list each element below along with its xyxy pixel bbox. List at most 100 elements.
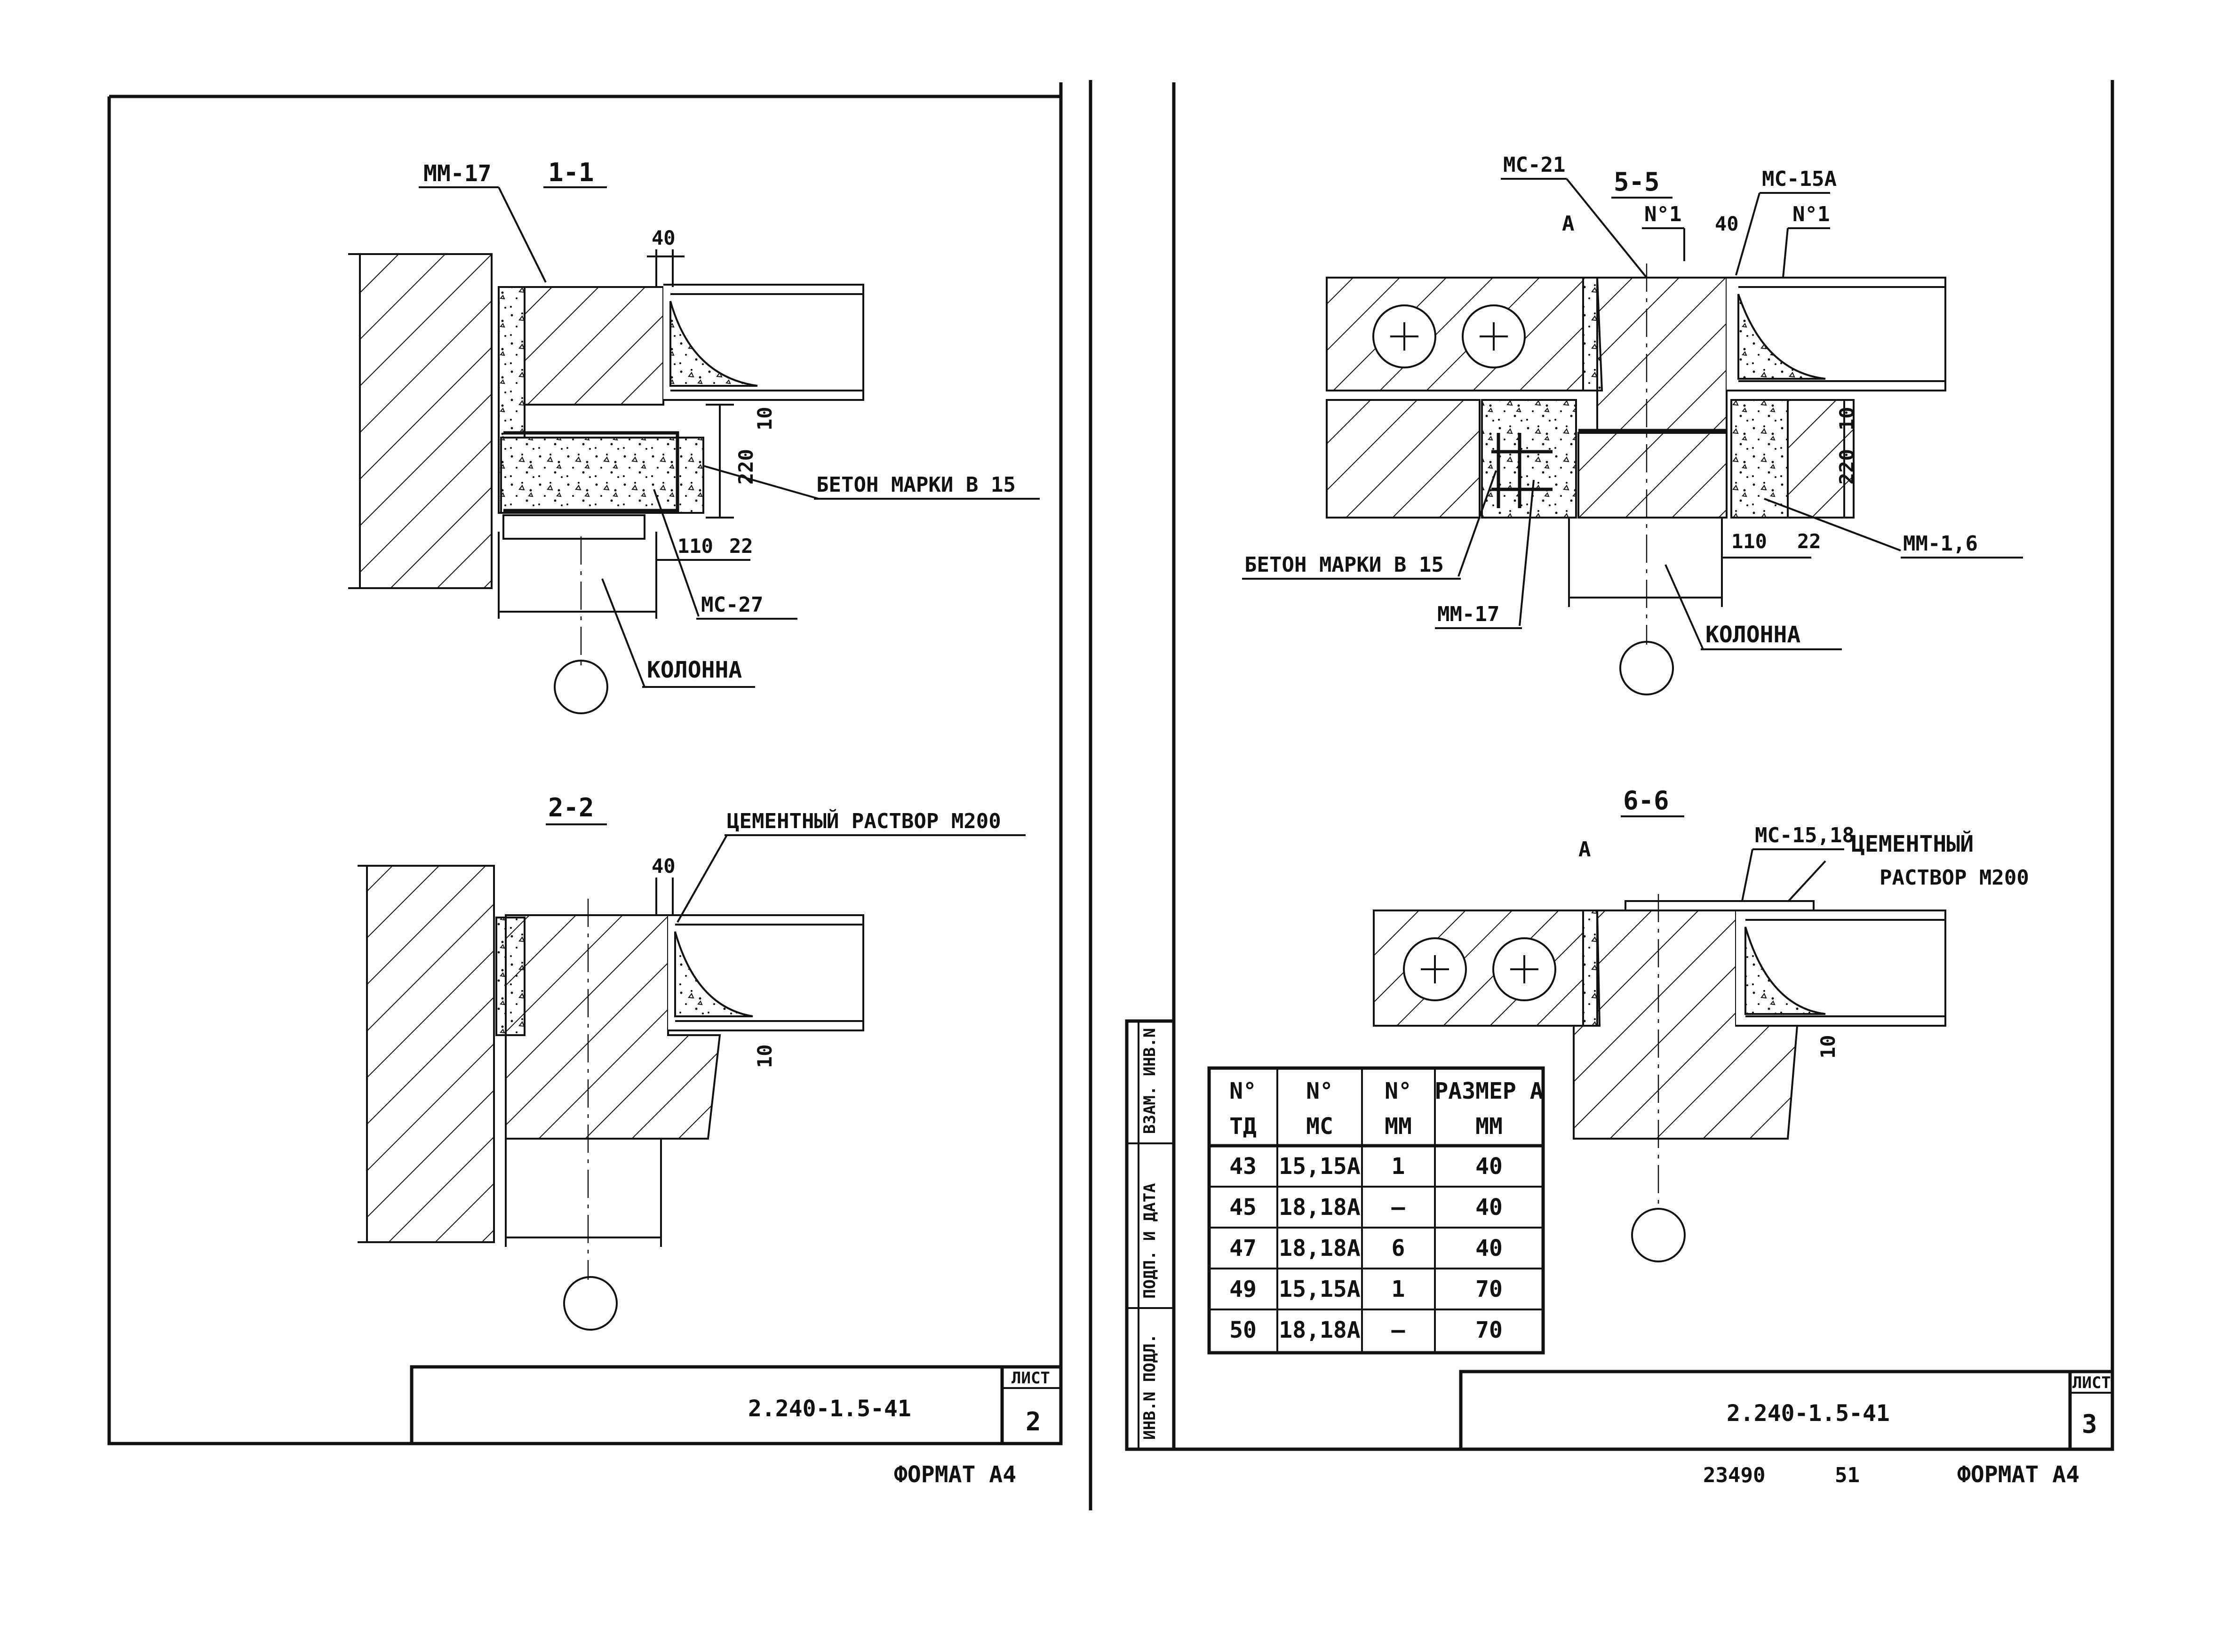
- table-header-3-1: ММ: [1475, 1113, 1503, 1140]
- dim-40: 40: [652, 226, 676, 249]
- column-axis-marker-2: [563, 1276, 618, 1331]
- section-2-2: 2-2 40 10 ЦЕМЕНТНЫЙ РАСТВОР М200: [358, 793, 1026, 1331]
- stamp-vzam-inv: ВЗАМ. ИНВ.N: [1140, 1028, 1159, 1134]
- label-column-5: КОЛОННА: [1705, 622, 1800, 648]
- column-axis-marker: [554, 660, 608, 714]
- concrete-b15-infill: [1481, 399, 1577, 519]
- hollow-cores: [1372, 304, 1526, 368]
- label-mc15a: МС-15А: [1762, 167, 1837, 191]
- concrete-infill: [500, 437, 704, 514]
- label-mortar-m200: ЦЕМЕНТНЫЙ РАСТВОР М200: [727, 808, 1001, 833]
- slab-support-hatched: [524, 286, 664, 406]
- table-header-2-0: N°: [1385, 1078, 1412, 1104]
- dim-40-2: 40: [652, 854, 676, 878]
- table-header-0-1: ТД: [1229, 1113, 1257, 1140]
- table-cell: 43: [1229, 1153, 1257, 1180]
- wall-hatched-2: [366, 865, 495, 1243]
- label-a-5: А: [1562, 212, 1575, 236]
- wall-hatched: [359, 253, 493, 589]
- section-6-6-title: 6-6: [1623, 786, 1669, 815]
- column-cap: [502, 514, 645, 540]
- parameter-table: N° ТД N° МС N° ММ РАЗМЕР А ММ 43 15,15А 1 40 45 18,18…: [1207, 1066, 1545, 1355]
- dim-220-5: 220: [1835, 449, 1858, 485]
- support-block: [1596, 277, 1728, 434]
- section-1-1-title: 1-1: [548, 158, 594, 187]
- section-2-2-title: 2-2: [548, 793, 594, 822]
- table-cell: 15,15А: [1279, 1276, 1360, 1302]
- inventory-suffix: 51: [1835, 1463, 1860, 1487]
- inventory-number: 23490: [1703, 1463, 1765, 1487]
- table-cell: 45: [1229, 1194, 1257, 1221]
- dim-40-5: 40: [1715, 212, 1739, 235]
- dim-10-5: 10: [1835, 407, 1858, 431]
- sheet-left: 1-1 ММ-17 40: [107, 80, 1092, 1510]
- stamp-podp-data: ПОДП. И ДАТА: [1140, 1183, 1159, 1299]
- label-mm17-5: ММ-17: [1437, 602, 1499, 626]
- dim-10-6: 10: [1816, 1035, 1840, 1059]
- table-cell: 40: [1475, 1194, 1503, 1221]
- table-cell: 1: [1392, 1153, 1405, 1180]
- table-header-2-1: ММ: [1385, 1113, 1412, 1140]
- table-header-1-0: N°: [1306, 1078, 1333, 1104]
- table-header-1-1: МС: [1306, 1113, 1333, 1140]
- format-label-left: ФОРМАТ А4: [894, 1461, 1016, 1488]
- label-mortar-2: РАСТВОР М200: [1880, 866, 2029, 890]
- table-cell: 1: [1392, 1276, 1405, 1302]
- column-axis-marker-6: [1631, 1208, 1686, 1262]
- dim-220: 220: [734, 449, 757, 485]
- table-cell: —: [1392, 1194, 1405, 1221]
- table-cell: 40: [1475, 1235, 1503, 1261]
- side-stamp: ИНВ.N ПОДЛ. ПОДП. И ДАТА ВЗАМ. ИНВ.N: [1125, 1019, 1176, 1451]
- format-label-right: ФОРМАТ А4: [1957, 1461, 2079, 1488]
- sheet-code-left: 2.240-1.5-41: [748, 1396, 911, 1422]
- label-mortar-1: ЦЕМЕНТНЫЙ: [1851, 830, 1974, 857]
- sheet-word-right: ЛИСТ: [2072, 1373, 2111, 1392]
- dim-110-5: 110: [1731, 530, 1767, 553]
- table-cell: 18,18А: [1279, 1235, 1360, 1261]
- label-n1-right: N°1: [1792, 202, 1830, 226]
- sheet-number-left: 2: [1026, 1407, 1041, 1437]
- sheet-number-right: 3: [2082, 1409, 2097, 1439]
- section-6-6: 6-6 МС-15,18 ЦЕМЕНТНЫЙ РАСТВОР М200 А 10: [1373, 786, 2029, 1262]
- stamp-inv-podl: ИНВ.N ПОДЛ.: [1140, 1334, 1159, 1440]
- hollow-core-left: [1326, 277, 1586, 391]
- sheet-right: ИНВ.N ПОДЛ. ПОДП. И ДАТА ВЗАМ. ИНВ.N 5-5…: [1125, 80, 2114, 1488]
- dim-22: 22: [729, 535, 753, 558]
- label-a-6: А: [1578, 838, 1591, 862]
- table-cell: 49: [1229, 1276, 1257, 1302]
- sheet-word-left: ЛИСТ: [1011, 1369, 1050, 1388]
- reinforcement-loop: [503, 431, 679, 512]
- table-header-0-0: N°: [1229, 1078, 1257, 1104]
- label-mc27: МС-27: [701, 593, 763, 617]
- title-block-left: 2.240-1.5-41 ЛИСТ 2 ФОРМАТ А4: [410, 1365, 1063, 1488]
- hollow-slab-6: [1736, 910, 1946, 1027]
- table-cell: 15,15А: [1279, 1153, 1360, 1180]
- table-cell: 18,18А: [1279, 1194, 1360, 1221]
- label-concrete-b15: БЕТОН МАРКИ В 15: [816, 473, 1016, 497]
- table-cell: 40: [1475, 1153, 1503, 1180]
- dim-10-2: 10: [753, 1044, 776, 1068]
- table-cell: 70: [1475, 1317, 1503, 1343]
- lower-wall-left: [1326, 399, 1481, 519]
- dim-110: 110: [677, 535, 713, 558]
- dim-22-5: 22: [1797, 530, 1821, 553]
- label-mm17: ММ-17: [423, 160, 492, 187]
- label-mc-15-18: МС-15,18: [1755, 823, 1855, 847]
- column-axis-marker-5: [1619, 641, 1674, 695]
- label-concrete-b15-5: БЕТОН МАРКИ В 15: [1244, 553, 1444, 577]
- label-n1-left: N°1: [1644, 202, 1681, 226]
- section-5-5: 5-5 МС-21 N°1 40 МС-15А N°1 А: [1242, 153, 2023, 695]
- table-cell: 47: [1229, 1235, 1257, 1261]
- sheet-code-right: 2.240-1.5-41: [1727, 1400, 1890, 1427]
- table-header-3-0: РАЗМЕР А: [1434, 1078, 1543, 1104]
- section-1-1: 1-1 ММ-17 40: [348, 158, 1040, 714]
- label-mm16: ММ-1,6: [1903, 532, 1978, 556]
- dim-10: 10: [753, 407, 776, 431]
- label-column-1: КОЛОННА: [647, 657, 742, 683]
- section-5-5-title: 5-5: [1614, 167, 1660, 197]
- title-block-right: 2.240-1.5-41 ЛИСТ 3 23490 51 ФОРМАТ А4: [1459, 1370, 2114, 1488]
- label-mc21: МС-21: [1503, 153, 1565, 177]
- table-cell: —: [1392, 1317, 1405, 1343]
- table-cell: 6: [1392, 1235, 1405, 1261]
